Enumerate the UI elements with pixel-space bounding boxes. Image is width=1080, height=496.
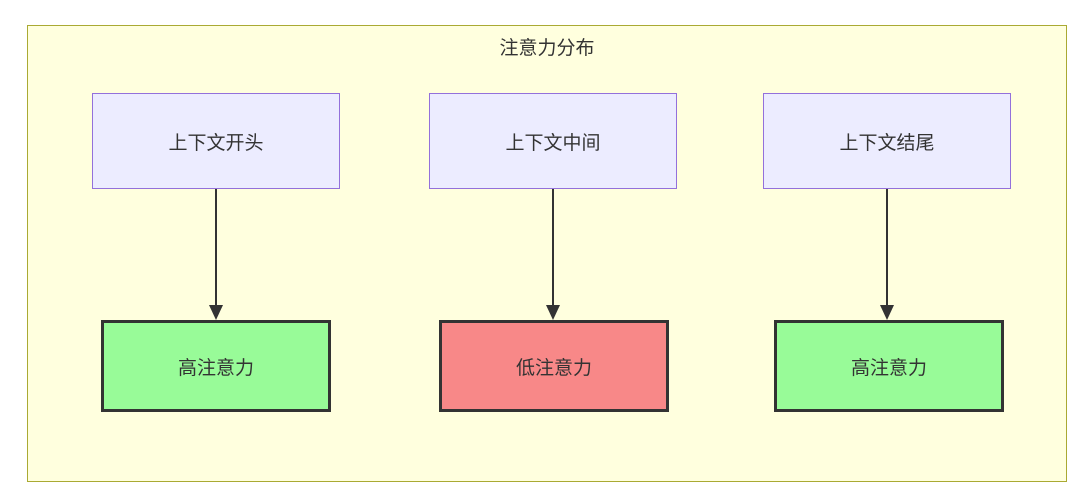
node-high-attention-left: 高注意力 (101, 320, 331, 412)
node-context-end: 上下文结尾 (763, 93, 1011, 189)
arrowhead-icon (546, 305, 560, 320)
node-context-start-label: 上下文开头 (168, 132, 264, 154)
edge-middle-to-low-line (552, 189, 554, 305)
node-context-end-label: 上下文结尾 (839, 132, 935, 154)
node-low-attention: 低注意力 (439, 320, 669, 412)
node-context-middle: 上下文中间 (429, 93, 677, 189)
arrowhead-icon (880, 305, 894, 320)
node-context-middle-label: 上下文中间 (505, 132, 601, 154)
node-high-attention-right-label: 高注意力 (850, 357, 927, 379)
node-context-start: 上下文开头 (92, 93, 340, 189)
node-high-attention-left-label: 高注意力 (177, 357, 254, 379)
node-high-attention-right: 高注意力 (774, 320, 1004, 412)
diagram-title: 注意力分布 (499, 38, 595, 59)
edge-end-to-high-line (886, 189, 888, 305)
edge-start-to-high-line (215, 189, 217, 305)
arrowhead-icon (209, 305, 223, 320)
attention-distribution-container: 注意力分布 上下文开头 上下文中间 上下文结尾 高注意力 低注意力 高注意力 (27, 25, 1067, 482)
node-low-attention-label: 低注意力 (515, 357, 592, 379)
